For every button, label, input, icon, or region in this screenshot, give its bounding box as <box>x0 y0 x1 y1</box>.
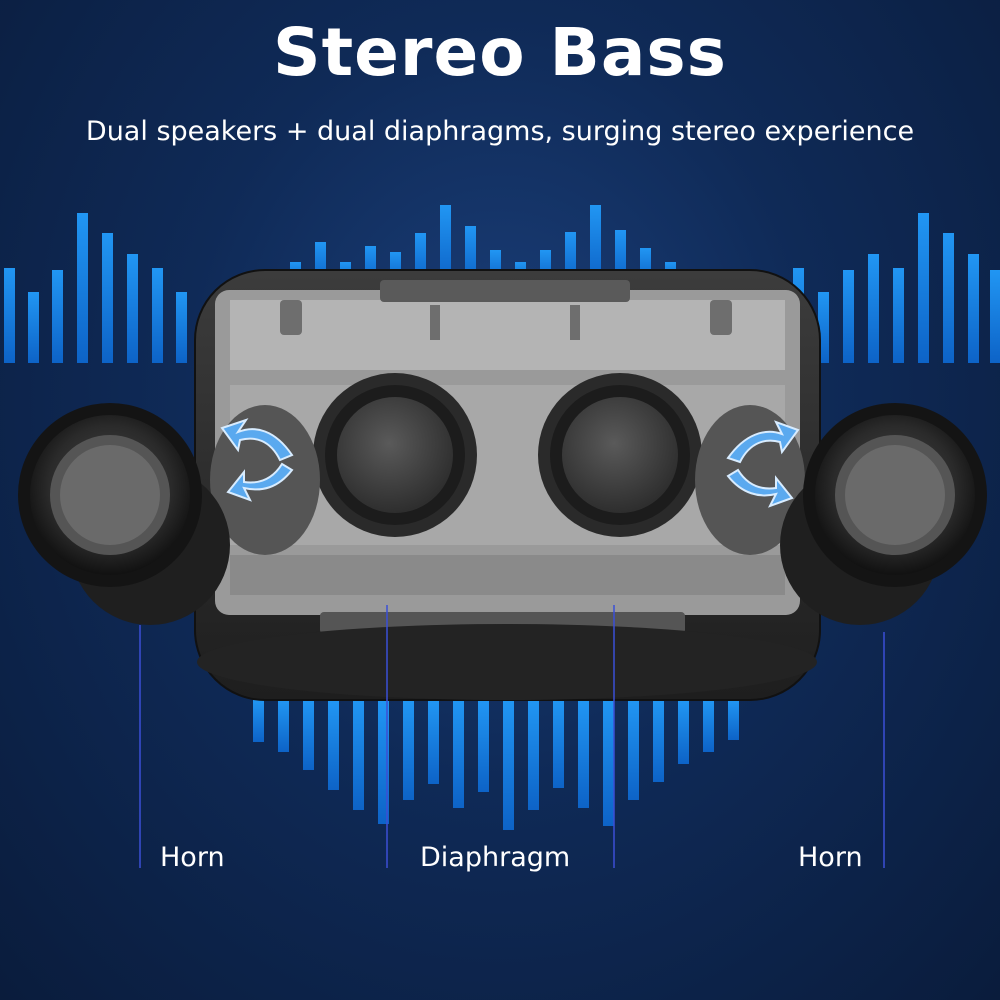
speaker-enclosure <box>194 269 821 701</box>
sound-wave-bars-bottom <box>253 700 739 830</box>
callout-horn-right: Horn <box>798 842 863 873</box>
horn-left <box>18 403 230 625</box>
airflow-arrows-right <box>726 420 800 508</box>
horn-right <box>780 403 987 625</box>
callout-diaphragm: Diaphragm <box>420 842 571 873</box>
page-title: Stereo Bass <box>273 14 727 91</box>
page-subtitle: Dual speakers + dual diaphragms, surging… <box>85 116 915 147</box>
diaphragm-left <box>313 373 477 537</box>
diaphragm-right <box>538 373 702 537</box>
callout-lines <box>139 605 885 868</box>
airflow-arrows-left <box>220 418 294 502</box>
callout-horn-left: Horn <box>160 842 225 873</box>
